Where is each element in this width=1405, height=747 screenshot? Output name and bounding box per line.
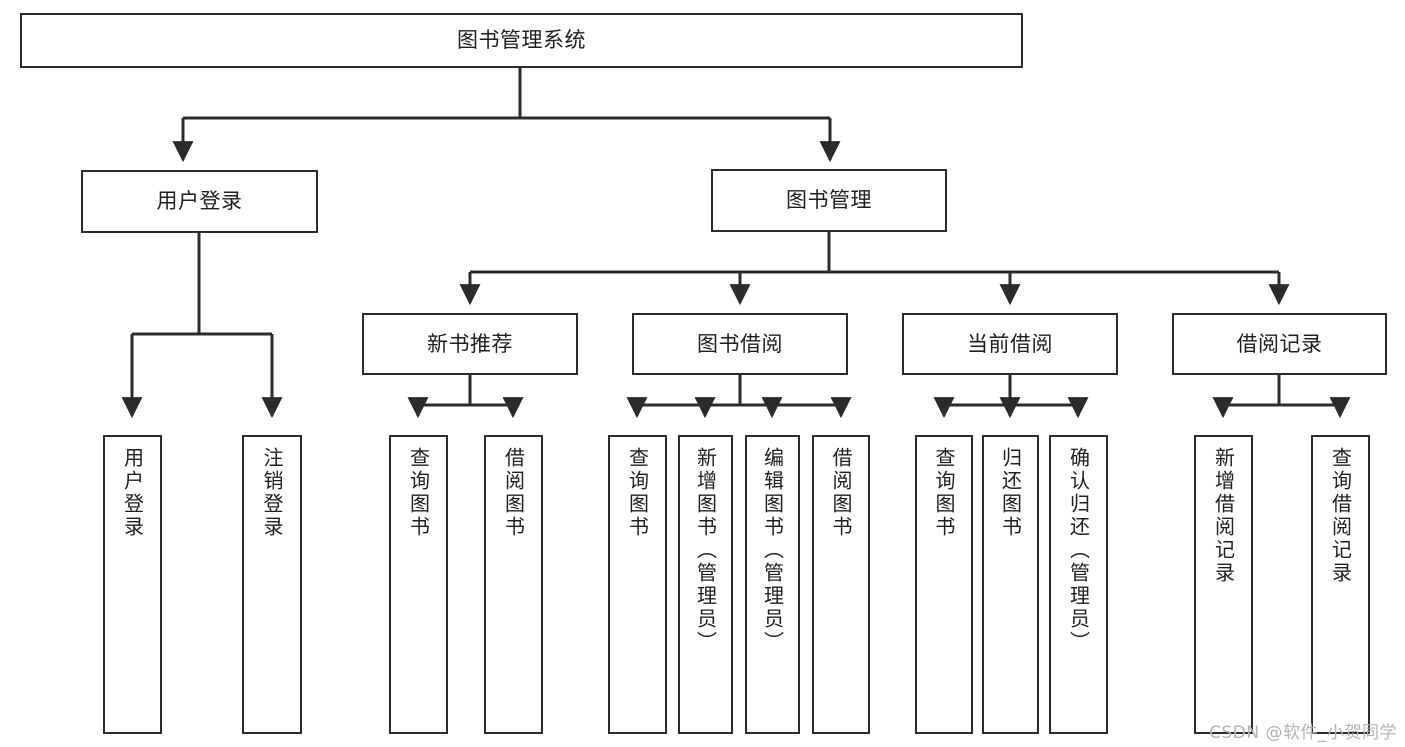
node-borrow-record-label: 借阅记录 — [1236, 331, 1323, 356]
node-book-borrow[interactable]: 图书借阅 — [632, 313, 848, 375]
leaf-borrow-record-1[interactable]: 新增借阅记录 — [1194, 435, 1253, 734]
leaf-book-borrow-1[interactable]: 查询图书 — [608, 435, 667, 734]
leaf-new-book-rec-2[interactable]: 借阅图书 — [484, 435, 543, 734]
leaf-borrow-record-2-label: 查询借阅记录 — [1328, 447, 1353, 585]
node-borrow-record[interactable]: 借阅记录 — [1172, 313, 1387, 375]
node-root-label: 图书管理系统 — [457, 28, 586, 53]
node-new-book-rec-label: 新书推荐 — [427, 331, 513, 356]
watermark: CSDN @软件_小贺同学 — [1209, 723, 1397, 743]
leaf-current-borrow-1-label: 查询图书 — [932, 447, 956, 539]
node-current-borrow[interactable]: 当前借阅 — [902, 313, 1118, 375]
leaf-current-borrow-3[interactable]: 确认归还（管理员） — [1049, 435, 1108, 734]
leaf-book-borrow-3[interactable]: 编辑图书（管理员） — [745, 435, 800, 734]
node-book-borrow-label: 图书借阅 — [697, 331, 783, 356]
leaf-user-login-2-label: 注销登录 — [260, 447, 284, 539]
leaf-borrow-record-2[interactable]: 查询借阅记录 — [1311, 435, 1370, 734]
leaf-current-borrow-3-label: 确认归还（管理员） — [1066, 447, 1091, 654]
leaf-book-borrow-4[interactable]: 借阅图书 — [812, 435, 870, 734]
node-book-manage-label: 图书管理 — [786, 188, 872, 213]
leaf-book-borrow-4-label: 借阅图书 — [829, 447, 853, 539]
node-new-book-rec[interactable]: 新书推荐 — [362, 313, 578, 375]
leaf-current-borrow-2[interactable]: 归还图书 — [982, 435, 1039, 734]
leaf-user-login-2[interactable]: 注销登录 — [242, 435, 302, 734]
leaf-new-book-rec-2-label: 借阅图书 — [501, 447, 526, 539]
leaf-new-book-rec-1-label: 查询图书 — [406, 447, 431, 539]
leaf-current-borrow-1[interactable]: 查询图书 — [915, 435, 973, 734]
leaf-book-borrow-2-label: 新增图书（管理员） — [693, 447, 718, 654]
node-user-login[interactable]: 用户登录 — [81, 170, 318, 233]
leaf-current-borrow-2-label: 归还图书 — [998, 447, 1023, 539]
leaf-borrow-record-1-label: 新增借阅记录 — [1211, 447, 1236, 585]
node-root[interactable]: 图书管理系统 — [20, 13, 1023, 68]
leaf-new-book-rec-1[interactable]: 查询图书 — [389, 435, 448, 734]
leaf-user-login-1-label: 用户登录 — [120, 447, 145, 539]
leaf-user-login-1[interactable]: 用户登录 — [103, 435, 162, 734]
node-user-login-label: 用户登录 — [156, 189, 243, 214]
leaf-book-borrow-3-label: 编辑图书（管理员） — [760, 447, 785, 654]
node-book-manage[interactable]: 图书管理 — [711, 169, 947, 232]
leaf-book-borrow-2[interactable]: 新增图书（管理员） — [678, 435, 733, 734]
leaf-book-borrow-1-label: 查询图书 — [625, 447, 650, 539]
node-current-borrow-label: 当前借阅 — [967, 331, 1053, 356]
